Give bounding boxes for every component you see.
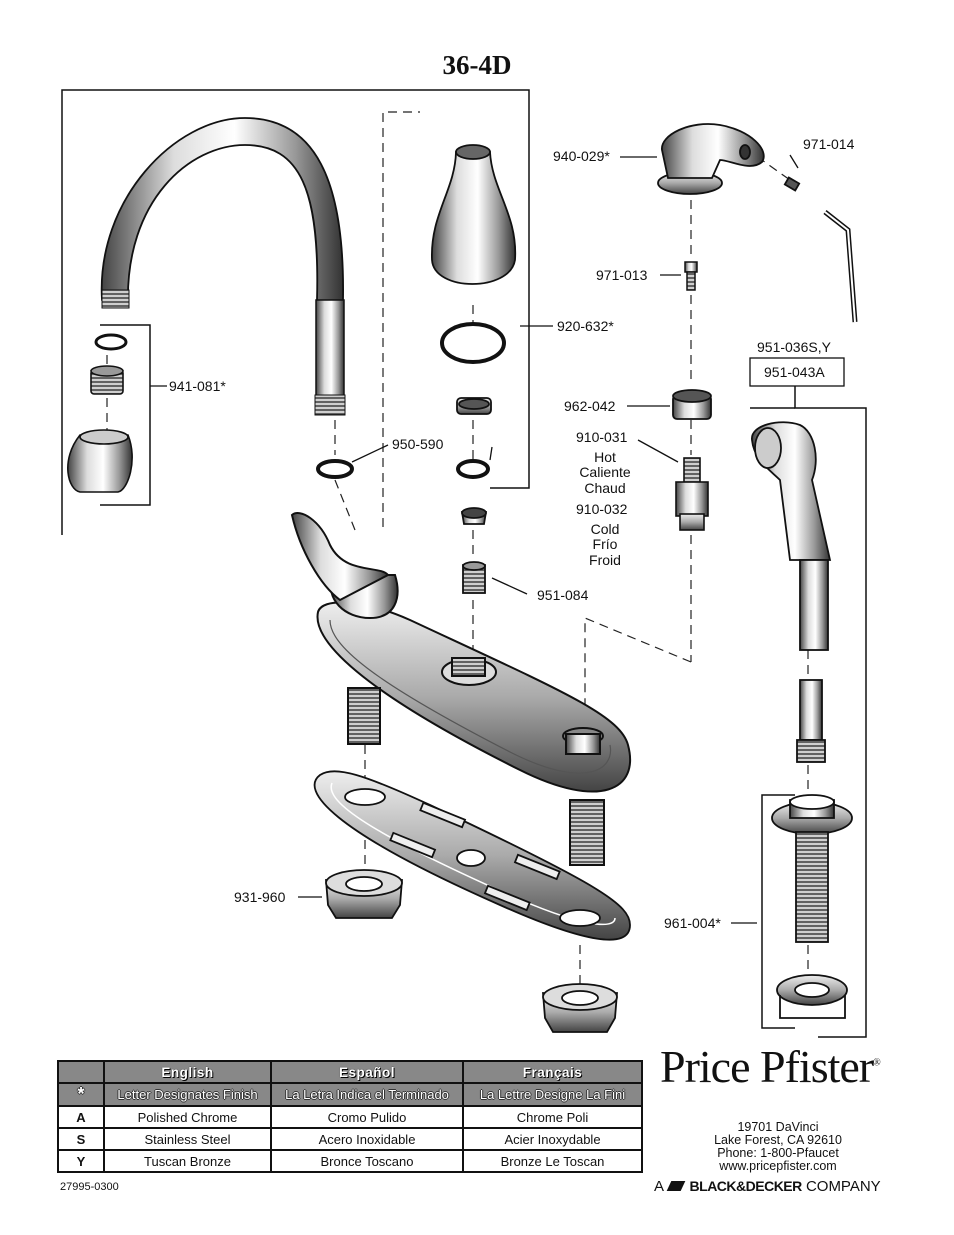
star-es: La Letra Indica el Terminado xyxy=(270,1082,464,1107)
black-decker-logo-icon xyxy=(667,1181,686,1191)
brand-name: Price Pfister xyxy=(660,1041,874,1092)
part-label-handle-ring: 920-632* xyxy=(557,318,614,334)
spray-head-part xyxy=(751,421,832,763)
finish-code: A xyxy=(57,1105,105,1129)
faucet-body-part xyxy=(290,512,631,866)
brand-logo: Price Pfister® xyxy=(660,1040,900,1093)
leader-lines xyxy=(150,154,799,924)
parent-company: A BLACK&DECKER COMPANY xyxy=(654,1178,904,1195)
bonnet-part xyxy=(672,389,712,420)
spray-support-part xyxy=(771,794,853,1019)
star-en: Letter Designates Finish xyxy=(103,1082,272,1107)
part-label-seat: 951-084 xyxy=(537,587,589,603)
finish-fr: Bronze Le Toscan xyxy=(462,1149,643,1173)
header-francais: Français xyxy=(462,1060,643,1084)
part-labels: 941-081* 950-590 920-632* 940-029* 971-0… xyxy=(169,136,855,931)
exploded-parts-diagram: 941-081* 950-590 920-632* 940-029* 971-0… xyxy=(61,89,867,1038)
website: www.pricepfister.com xyxy=(719,1159,837,1173)
finish-code: Y xyxy=(57,1149,105,1173)
bracket-lines xyxy=(61,89,867,1038)
finish-es: Bronce Toscano xyxy=(270,1149,464,1173)
address-line-2: Lake Forest, CA 92610 xyxy=(714,1133,842,1147)
part-label-spray-support: 961-004* xyxy=(664,915,721,931)
table-row: Y Tuscan Bronze Bronce Toscano Bronze Le… xyxy=(57,1149,643,1173)
part-label-bonnet: 962-042 xyxy=(564,398,616,414)
star-symbol: * xyxy=(57,1082,105,1107)
finish-en: Stainless Steel xyxy=(103,1127,272,1151)
part-label-o-rings: 950-590 xyxy=(392,436,444,452)
lever-cap-part xyxy=(657,123,858,323)
part-label-hose-2: 951-043A xyxy=(764,364,825,380)
page-title: 36-4D xyxy=(442,50,512,80)
table-row: A Polished Chrome Cromo Pulido Chrome Po… xyxy=(57,1105,643,1129)
document-number: 27995-0300 xyxy=(60,1181,119,1193)
part-label-screw: 971-013 xyxy=(596,267,648,283)
header-english: English xyxy=(103,1060,272,1084)
finish-table-header: English Español Français xyxy=(57,1060,643,1084)
hot-label-en: Hot xyxy=(594,449,616,465)
address-line-1: 19701 DaVinci xyxy=(737,1120,819,1134)
finish-table: English Español Français * Letter Design… xyxy=(57,1060,643,1173)
mounting-nut-parts xyxy=(325,869,618,1033)
o-ring-parts xyxy=(316,459,490,479)
part-label-set-screw: 971-014 xyxy=(803,136,855,152)
table-row: S Stainless Steel Acero Inoxidable Acier… xyxy=(57,1127,643,1151)
company-name: BLACK&DECKER xyxy=(689,1178,803,1194)
part-label-hose-1: 951-036S,Y xyxy=(757,339,832,355)
company-suffix: COMPANY xyxy=(805,1178,881,1195)
part-label-cartridge-hot: 910-031 xyxy=(576,429,628,445)
aerator-parts xyxy=(67,333,133,493)
cartridge-part xyxy=(675,457,709,531)
header-espanol: Español xyxy=(270,1060,464,1084)
finish-en: Polished Chrome xyxy=(103,1105,272,1129)
spout-part xyxy=(100,117,346,416)
registered-mark: ® xyxy=(873,1057,881,1069)
part-label-cartridge-cold: 910-032 xyxy=(576,501,628,517)
cold-label-en: Cold xyxy=(591,521,620,537)
finish-fr: Acier Inoxydable xyxy=(462,1127,643,1151)
company-prefix: A xyxy=(654,1178,664,1195)
part-label-nut: 931-960 xyxy=(234,889,286,905)
part-label-spout: 941-081* xyxy=(169,378,226,394)
hot-label-fr: Chaud xyxy=(584,480,625,496)
hose-label-box xyxy=(749,357,845,387)
finish-en: Tuscan Bronze xyxy=(103,1149,272,1173)
finish-es: Acero Inoxidable xyxy=(270,1127,464,1151)
header-blank xyxy=(57,1060,105,1084)
part-label-side-spray: 940-029* xyxy=(553,148,610,164)
finish-fr: Chrome Poli xyxy=(462,1105,643,1129)
finish-star-row: * Letter Designates Finish La Letra Indi… xyxy=(57,1082,643,1107)
phone: Phone: 1-800-Pfaucet xyxy=(717,1146,839,1160)
hot-label-es: Caliente xyxy=(579,464,631,480)
cold-label-es: Frío xyxy=(593,536,618,552)
cold-label-fr: Froid xyxy=(589,552,621,568)
star-fr: La Lettre Designe La Fini xyxy=(462,1082,643,1107)
deck-plate-part xyxy=(313,770,631,941)
screw-part xyxy=(684,261,698,291)
company-address: 19701 DaVinci Lake Forest, CA 92610 Phon… xyxy=(668,1121,888,1173)
handle-part xyxy=(431,144,517,594)
finish-code: S xyxy=(57,1127,105,1151)
finish-es: Cromo Pulido xyxy=(270,1105,464,1129)
